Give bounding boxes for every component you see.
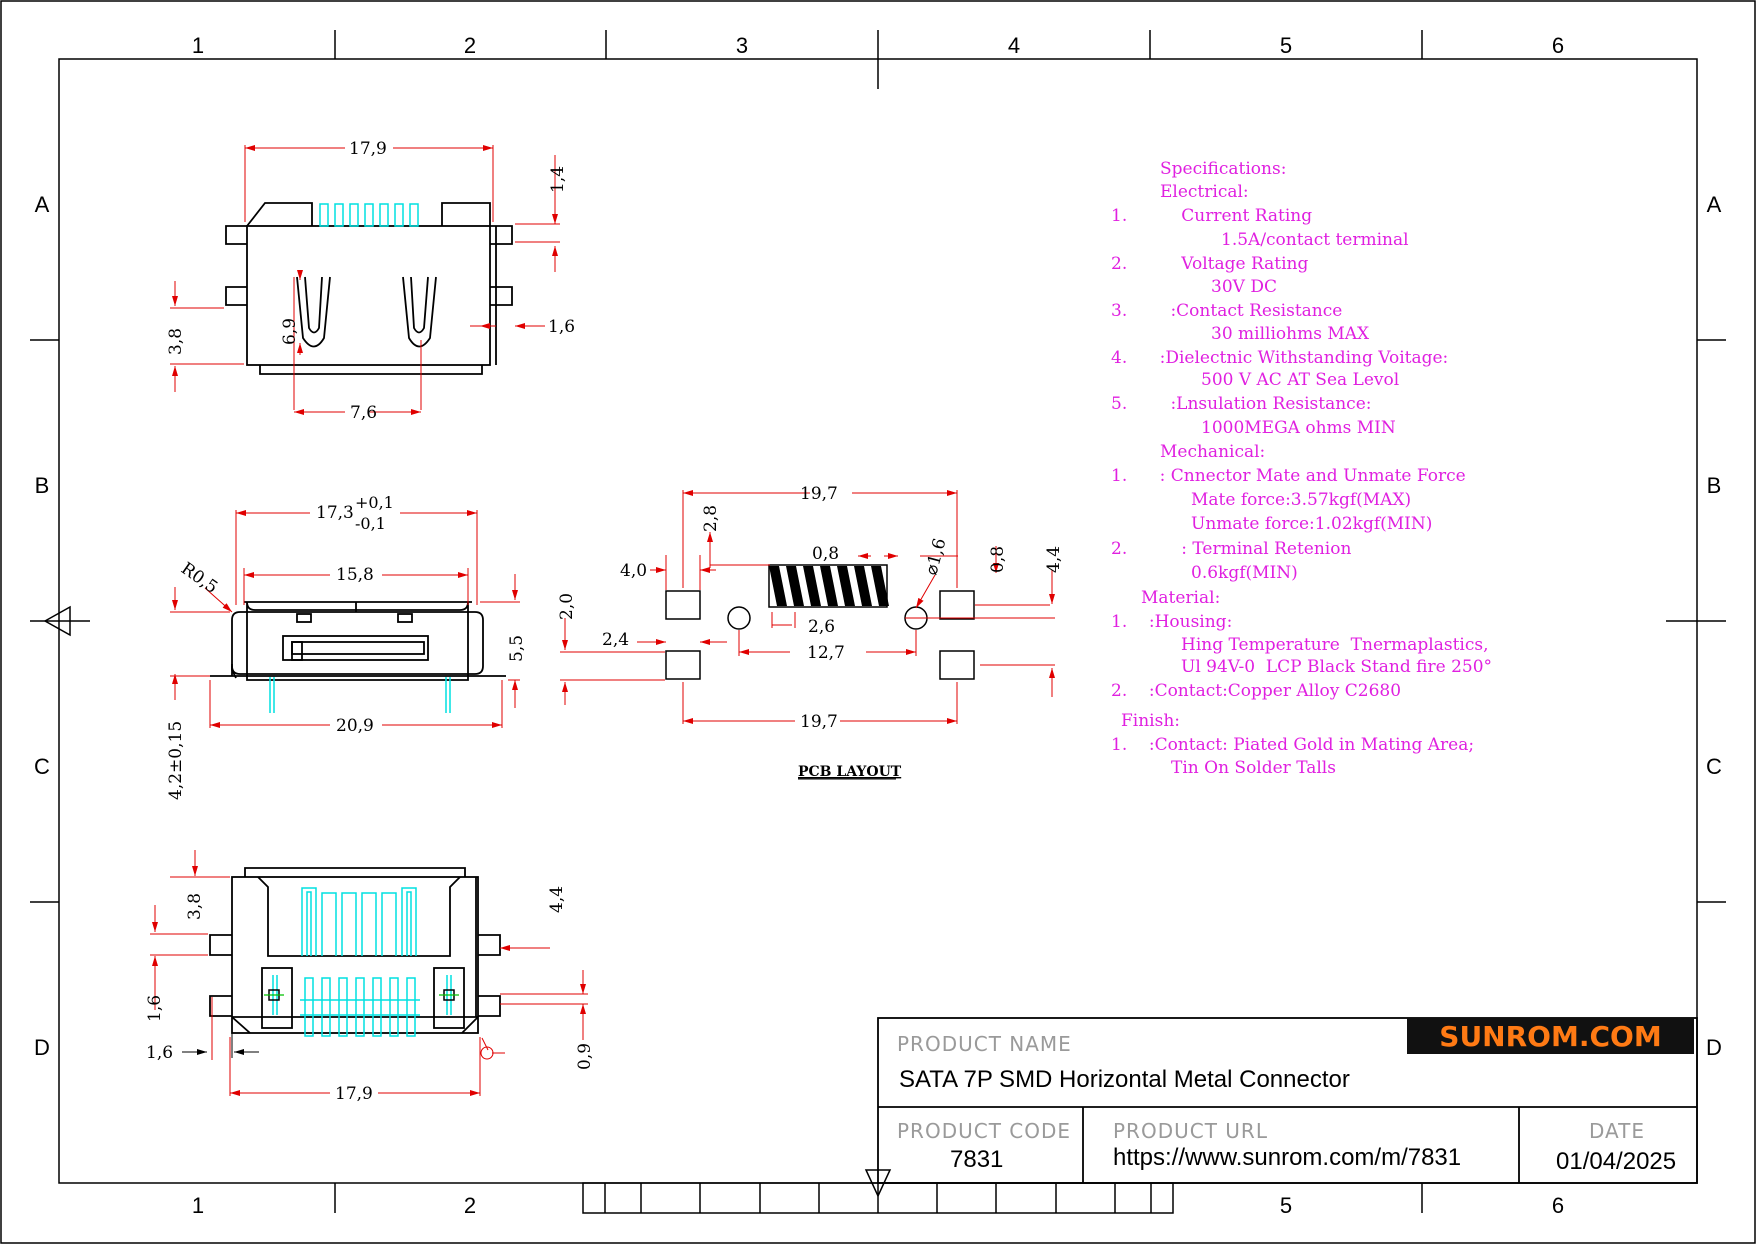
spec-line-23: 2. :Contact:Copper Alloy C2680 [1111,681,1402,701]
row-label-c-left: C [34,754,50,779]
spec-line-8: 30 milliohms MAX [1211,324,1370,344]
product-code: 7831 [950,1146,1004,1173]
spec-line-22: Ul 94V-0 LCP Black Stand fire 250° [1181,657,1493,677]
dim-pcb-pad-width: 4,0 [620,561,647,581]
dim-pcb-hole: ⌀1,6 [922,536,951,577]
spec-line-9: 4. :Dielectnic Withstanding Voitage: [1111,348,1449,368]
spec-line-16: Unmate force:1.02kgf(MIN) [1191,514,1433,534]
bottom-contacts [272,887,452,1037]
dim-bot-left-top: 3,8 [185,893,205,920]
pcb-layout-label: PCB LAYOUT [798,764,902,780]
dim-pcb-right-small: 0,8 [988,546,1008,573]
col-label-1-bottom: 1 [192,1193,204,1218]
title-block-frame [877,1017,1698,1184]
bottom-view: 3,8 4,4 1,6 1,6 0,9 17,9 [145,850,595,1104]
date-value: 01/04/2025 [1556,1148,1677,1175]
dim-mid-radius: R0,5 [177,559,221,598]
dim-top-pin-right: 1,6 [548,317,575,337]
date-label: DATE [1589,1119,1646,1143]
dim-bot-right-bottom: 0,9 [575,1043,595,1070]
row-label-d-left: D [34,1035,50,1060]
dim-pcb-bottom-width: 19,7 [800,712,838,732]
product-code-label: PRODUCT CODE [897,1119,1072,1143]
spec-line-14: 1. : Cnnector Mate and Unmate Force [1111,466,1466,486]
col-label-2-top: 2 [464,33,476,58]
dim-bot-right: 4,4 [547,886,567,913]
col-label-6-top: 6 [1552,33,1564,58]
product-name: SATA 7P SMD Horizontal Metal Connector [899,1066,1350,1093]
dim-top-right-height: 1,4 [548,166,568,193]
top-contacts [319,203,419,227]
dim-pcb-pitch: 0,8 [812,544,839,564]
pcb-pins [769,566,889,606]
dim-bot-left-mid: 1,6 [145,995,165,1022]
row-label-b-left: B [35,473,50,498]
dim-pcb-pad-gap: 2,8 [701,505,721,532]
dim-mid-bottom-width: 20,9 [336,716,374,736]
pcb-layout: 19,7 4,0 2,8 0,8 ⌀1,6 0,8 4,4 2,0 2,4 2,… [557,484,1064,780]
dim-pcb-top-width: 19,7 [800,484,838,504]
row-label-c-right: C [1706,754,1722,779]
spec-line-25: 1. :Contact: Piated Gold in Mating Area; [1111,735,1475,755]
spec-line-4: 1.5A/contact terminal [1221,230,1409,250]
product-name-label: PRODUCT NAME [897,1032,1072,1056]
spec-line-6: 30V DC [1211,277,1277,297]
spec-line-13: Mechanical: [1160,442,1266,462]
col-label-1-top: 1 [192,33,204,58]
spec-line-18: 0.6kgf(MIN) [1191,563,1298,583]
spec-line-10: 500 V AC AT Sea Levol [1201,370,1400,390]
col-label-6-bottom: 6 [1552,1193,1564,1218]
dim-mid-width: 17,3 [316,503,354,523]
spec-line-19: Material: [1141,588,1221,608]
row-label-a-right: A [1707,192,1722,217]
dim-mid-tol-minus: -0,1 [355,514,386,533]
dim-pcb-left-height: 2,0 [557,593,577,620]
row-label-a-left: A [35,192,50,217]
dim-top-pin-spacing: 7,6 [350,403,377,423]
spec-line-5: 2. Voltage Rating [1111,254,1309,274]
spec-line-1: Specifications: [1160,159,1287,179]
dim-top-width: 17,9 [349,139,387,159]
col-label-4-top: 4 [1008,33,1020,58]
spec-line-24: Finish: [1121,711,1181,731]
dim-mid-inner-width: 15,8 [336,565,374,585]
product-url-label: PRODUCT URL [1113,1119,1268,1143]
spec-line-26: Tin On Solder Talls [1171,758,1336,778]
col-label-3-top: 3 [736,33,748,58]
sunrom-logo: SUNROM.COM [1407,1018,1694,1054]
dim-pcb-hole-span: 12,7 [807,643,845,663]
dim-pcb-left-pad: 2,4 [602,630,629,650]
spec-line-20: 1. :Housing: [1111,612,1233,632]
col-label-5-bottom: 5 [1280,1193,1292,1218]
row-label-b-right: B [1707,473,1722,498]
dim-pcb-right-height: 4,4 [1044,546,1064,573]
col-label-2-bottom: 2 [464,1193,476,1218]
dim-mid-height: 5,5 [507,635,527,662]
dim-bot-left-bottom: 1,6 [146,1043,173,1063]
dim-pcb-pin-width: 2,6 [808,617,835,637]
dim-top-pin-height: 6,9 [280,318,300,345]
spec-line-12: 1000MEGA ohms MIN [1201,418,1396,438]
spec-line-11: 5. :Lnsulation Resistance: [1111,394,1372,414]
dim-mid-total-height: 4,2±0,15 [166,721,186,800]
frame-labels: 1 2 3 4 5 6 1 2 5 6 A B C D A B C D [34,33,1722,1218]
spec-line-3: 1. Current Rating [1111,206,1313,226]
spec-line-17: 2. : Terminal Retenion [1111,539,1352,559]
col-label-5-top: 5 [1280,33,1292,58]
product-url: https://www.sunrom.com/m/7831 [1113,1144,1462,1171]
dim-bot-width: 17,9 [335,1084,373,1104]
row-label-d-right: D [1706,1035,1722,1060]
dim-mid-tol-plus: +0,1 [355,493,394,512]
top-view: 17,9 1,4 1,6 3,8 6,9 7,6 [166,139,575,423]
spec-line-15: Mate force:3.57kgf(MAX) [1191,490,1412,510]
spec-line-2: Electrical: [1160,182,1249,202]
dim-top-left-height: 3,8 [166,328,186,355]
spec-line-21: Hing Temperature Tnermaplastics, [1181,635,1489,655]
front-view: 17,3 +0,1 -0,1 R0,5 15,8 5,5 20,9 4,2±0,… [166,493,527,800]
spec-line-7: 3. :Contact Resistance [1111,301,1343,321]
